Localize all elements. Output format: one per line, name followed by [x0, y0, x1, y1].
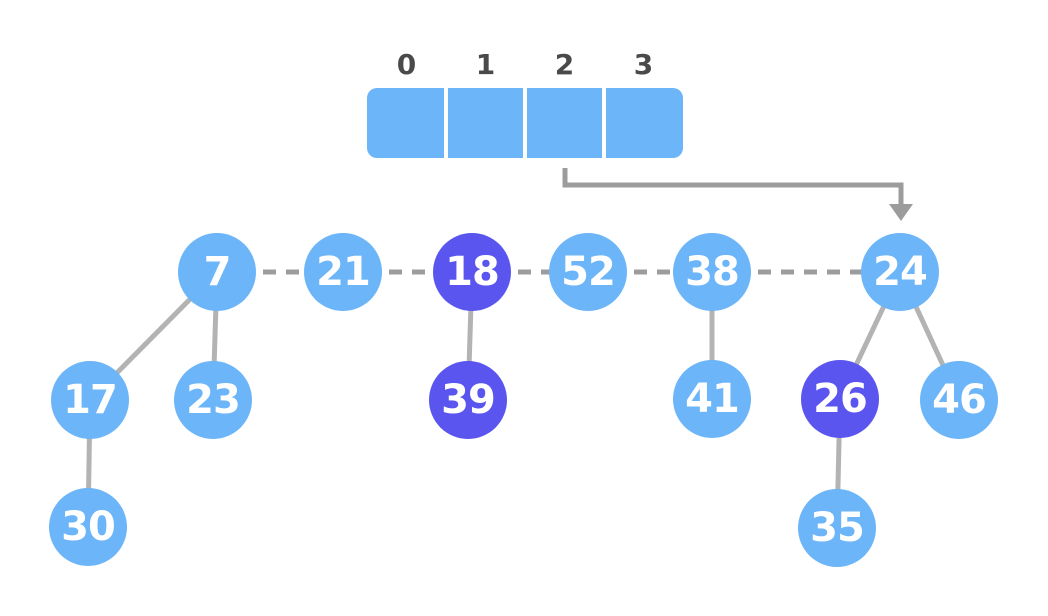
- heap-node-value: 52: [561, 249, 616, 295]
- array-cell-separator-1: [444, 88, 448, 158]
- heap-node-value: 24: [873, 249, 928, 295]
- heap-node-value: 46: [932, 377, 987, 423]
- heap-node-value: 18: [445, 249, 500, 295]
- bucket-pointer-arrow-head: [889, 204, 913, 221]
- array-index-label-3: 3: [633, 48, 654, 81]
- heap-node-value: 38: [685, 249, 740, 295]
- heap-node-21: 21: [304, 233, 382, 311]
- heap-node-value: 35: [810, 505, 865, 551]
- heap-node-value: 26: [813, 376, 868, 422]
- heap-node-35: 35: [798, 489, 876, 567]
- heap-node-7: 7: [178, 233, 256, 311]
- heap-node-26: 26: [801, 360, 879, 438]
- heap-node-52: 52: [549, 233, 627, 311]
- heap-node-30: 30: [49, 488, 127, 566]
- array-cell-separator-3: [602, 88, 606, 158]
- array-index-label-1: 1: [475, 48, 496, 81]
- heap-node-value: 7: [203, 249, 232, 295]
- heap-node-46: 46: [920, 361, 998, 439]
- heap-node-41: 41: [673, 360, 751, 438]
- heap-node-23: 23: [174, 361, 252, 439]
- array-cell-separator-2: [523, 88, 527, 158]
- heap-node-18: 18: [433, 233, 511, 311]
- heap-node-38: 38: [673, 233, 751, 311]
- heap-node-value: 17: [63, 377, 118, 423]
- array-index-label-2: 2: [554, 48, 575, 81]
- heap-node-value: 41: [685, 376, 740, 422]
- heap-node-value: 21: [316, 249, 371, 295]
- heap-node-39: 39: [429, 361, 507, 439]
- array-index-label-0: 0: [396, 48, 417, 81]
- bucket-pointer-arrow-line: [562, 168, 904, 207]
- heap-node-value: 30: [61, 504, 116, 550]
- heap-node-value: 39: [441, 377, 496, 423]
- heap-node-17: 17: [51, 361, 129, 439]
- heap-node-24: 24: [861, 233, 939, 311]
- heap-node-value: 23: [186, 377, 241, 423]
